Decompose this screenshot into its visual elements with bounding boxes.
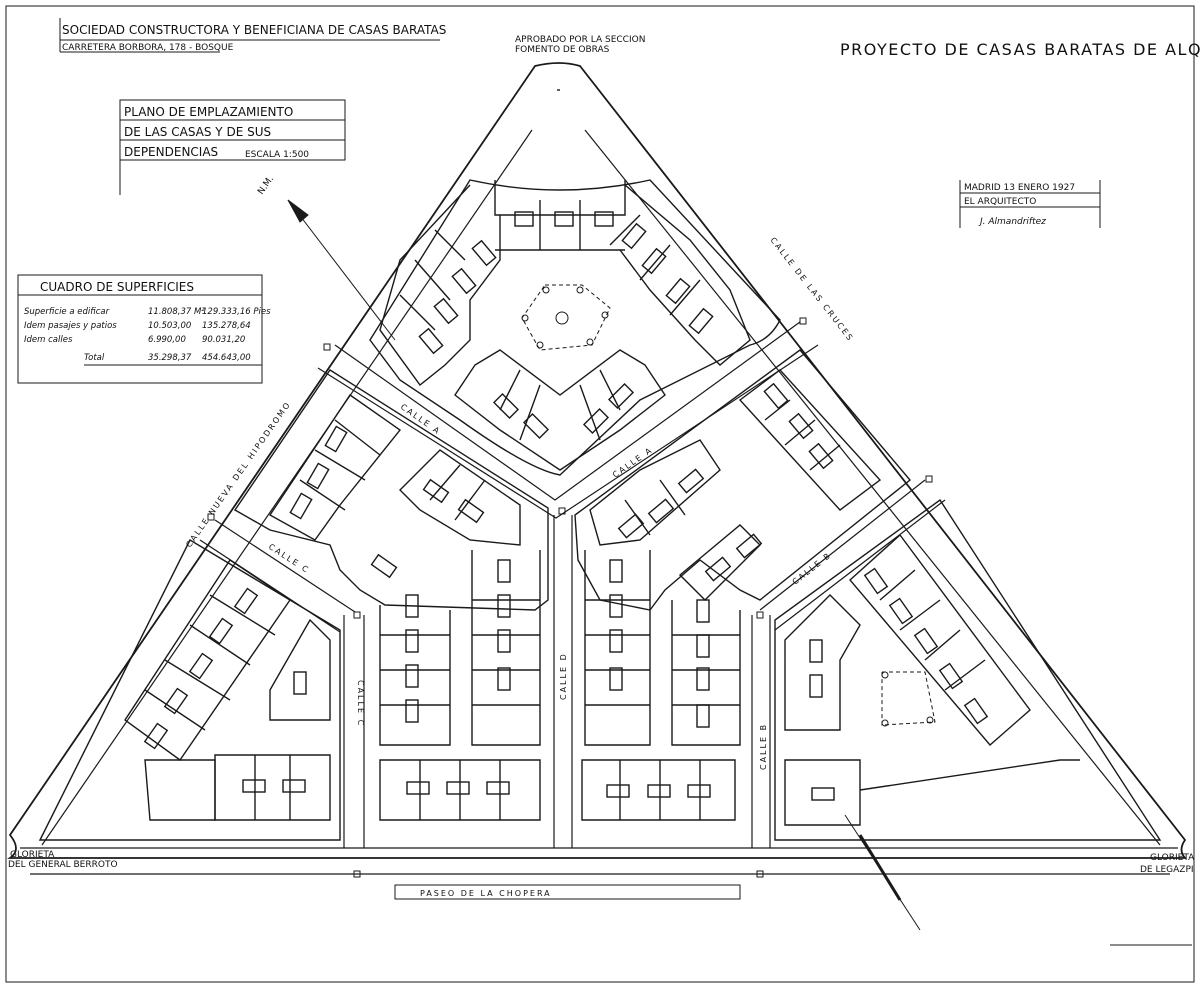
calle-a-left-label: CALLE A <box>399 402 443 436</box>
block-lower-right <box>774 498 1162 841</box>
areas-row-2-m2: 10.503,00 <box>148 321 191 331</box>
block-top <box>369 179 781 476</box>
plan-title-line-2: DE LAS CASAS Y DE SUS <box>124 125 271 139</box>
calle-a-right-label: CALLE A <box>611 445 655 479</box>
areas-row-3-m2: 6.990,00 <box>148 335 186 345</box>
site-boundary <box>7 62 1187 859</box>
stamp-line-1: APROBADO POR LA SECCION <box>515 35 645 45</box>
plan-scale: ESCALA 1:500 <box>245 150 309 160</box>
areas-row-4-m2: 35.298,37 <box>148 353 192 363</box>
north-label: N.M. <box>256 174 276 196</box>
block-lower-left <box>38 539 341 841</box>
areas-row-2-feet: 135.278,64 <box>202 321 251 331</box>
date-block-frame <box>959 180 1101 228</box>
plan-title-line-3: DEPENDENCIAS <box>124 145 218 159</box>
areas-row-3-label: Idem calles <box>24 335 73 345</box>
north-arrow <box>287 199 921 931</box>
calle-d-label: CALLE D <box>559 652 568 700</box>
company-address: CARRETERA BORBORA, 178 - BOSQUE <box>62 43 234 53</box>
areas-row-3-feet: 90.031,20 <box>202 335 245 345</box>
corner-right-sublabel: DE LEGAZPI <box>1140 865 1194 875</box>
street-bottom-label: PASEO DE LA CHOPERA <box>420 889 552 898</box>
block-middle-right <box>574 349 911 611</box>
sheet-frame <box>5 5 1195 983</box>
architect-role: EL ARQUITECTO <box>964 197 1036 207</box>
calle-b-diag-label: CALLE B <box>791 551 834 587</box>
project-title: PROYECTO DE CASAS BARATAS DE ALQUILER <box>840 40 1200 59</box>
areas-row-1-feet: 129.333,16 Pies <box>202 307 271 317</box>
areas-row-4-label: Total <box>84 353 105 363</box>
areas-row-2-label: Idem pasajes y patios <box>24 321 117 331</box>
calle-c-vert-label: CALLE C <box>356 680 365 727</box>
company-frame <box>59 18 440 53</box>
block-lower-row <box>379 759 736 821</box>
plan-title-frame <box>119 99 346 195</box>
calle-b-vert-label: CALLE B <box>759 723 768 770</box>
stamp-line-2: FOMENTO DE OBRAS <box>515 45 610 55</box>
areas-row-4-feet: 454.643,00 <box>202 353 251 363</box>
areas-row-1-label: Superficie a edificar <box>24 307 110 317</box>
plan-title-line-1: PLANO DE EMPLAZAMIENTO <box>124 105 293 119</box>
block-middle-left <box>233 369 549 611</box>
date-text: MADRID 13 ENERO 1927 <box>964 183 1075 193</box>
areas-table-title: CUADRO DE SUPERFICIES <box>40 280 194 294</box>
areas-row-1-m2: 11.808,37 M² <box>148 307 205 317</box>
bottom-title-frame <box>394 884 741 900</box>
street-right-label: CALLE DE LAS CRUCES <box>768 236 855 344</box>
architect-signature: J. Almandriftez <box>978 217 1046 227</box>
corner-left-label: GLORIETA <box>10 850 55 860</box>
street-left-label: CALLE NUEVA DEL HIPODROMO <box>184 400 293 550</box>
areas-table-frame <box>17 274 263 384</box>
corner-right-label: GLORIETA <box>1150 853 1195 863</box>
company-name: SOCIEDAD CONSTRUCTORA Y BENEFICIANA DE C… <box>62 23 446 37</box>
corner-left-sublabel: DEL GENERAL BERROTO <box>8 860 118 870</box>
street-markers <box>207 317 933 878</box>
block-center-columns <box>379 550 741 746</box>
